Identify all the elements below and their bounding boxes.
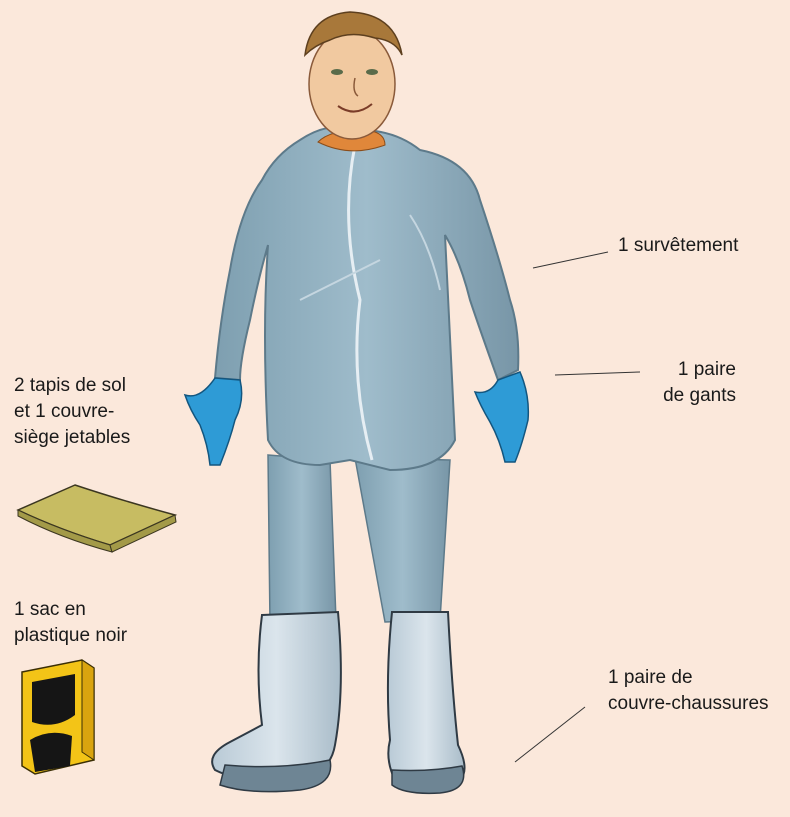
shoes-label-line-1: 1 paire de xyxy=(608,665,769,691)
suit-label-line-1: 1 survêtement xyxy=(618,233,738,259)
gloves-label-line-2: de gants xyxy=(624,383,736,409)
suit-label: 1 survêtement xyxy=(618,233,738,259)
disposable-mats xyxy=(18,485,176,552)
gloves-label: 1 paire de gants xyxy=(624,357,736,409)
shoes-label: 1 paire de couvre-chaussures xyxy=(608,665,769,717)
suit-legs xyxy=(268,455,450,625)
mats-label-line-2: et 1 couvre- xyxy=(14,399,130,425)
bag-label: 1 sac en plastique noir xyxy=(14,597,127,649)
mats-label: 2 tapis de sol et 1 couvre- siège jetabl… xyxy=(14,373,130,451)
shoes-label-line-2: couvre-chaussures xyxy=(608,691,769,717)
plastic-bag-box xyxy=(22,660,94,774)
gloves-label-line-1: 1 paire xyxy=(624,357,736,383)
mats-label-line-1: 2 tapis de sol xyxy=(14,373,130,399)
protective-suit xyxy=(215,127,518,470)
head xyxy=(305,12,402,139)
mats-label-line-3: siège jetables xyxy=(14,425,130,451)
shoe-covers xyxy=(212,612,464,793)
bag-label-line-1: 1 sac en xyxy=(14,597,127,623)
bag-label-line-2: plastique noir xyxy=(14,623,127,649)
